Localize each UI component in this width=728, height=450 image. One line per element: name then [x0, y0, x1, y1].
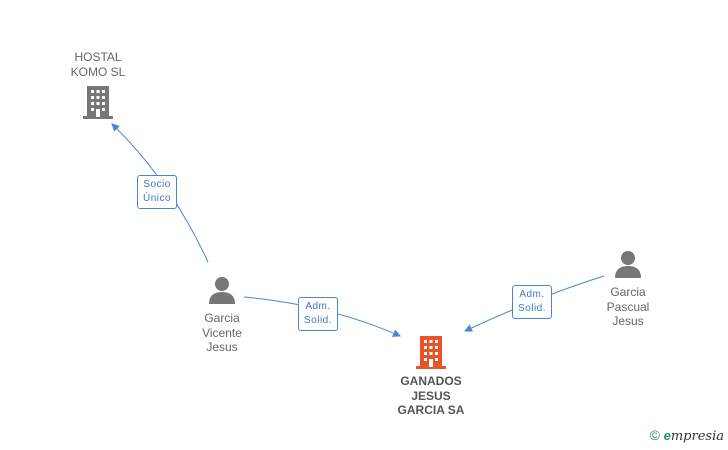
node-hostal-komo[interactable]: HOSTAL KOMO SL: [58, 50, 138, 120]
person-icon: [615, 251, 641, 278]
person-icon: [209, 277, 235, 304]
node-label: Garcia Pascual Jesus: [606, 285, 650, 328]
edge-label-socio-unico[interactable]: Socio Único: [137, 175, 178, 209]
edge-label-adm-solid[interactable]: Adm. Solid.: [298, 297, 339, 331]
node-label: HOSTAL KOMO SL: [70, 50, 126, 79]
building-icon: [83, 86, 113, 119]
edge-label-adm-solid[interactable]: Adm. Solid.: [512, 285, 553, 319]
node-garcia-vicente-jesus[interactable]: Garcia Vicente Jesus: [182, 276, 262, 355]
brand-logo: © empresia: [650, 427, 724, 444]
building-icon: [416, 336, 446, 369]
brand-name: mpresia: [670, 429, 724, 444]
node-ganados-jesus-garcia[interactable]: GANADOS JESUS GARCIA SA: [386, 334, 476, 418]
node-garcia-pascual-jesus[interactable]: Garcia Pascual Jesus: [588, 250, 668, 329]
node-label: GANADOS JESUS GARCIA SA: [397, 374, 465, 417]
copyright-icon: ©: [649, 427, 660, 443]
brand-initial: e: [663, 428, 671, 443]
node-label: Garcia Vicente Jesus: [202, 311, 242, 354]
